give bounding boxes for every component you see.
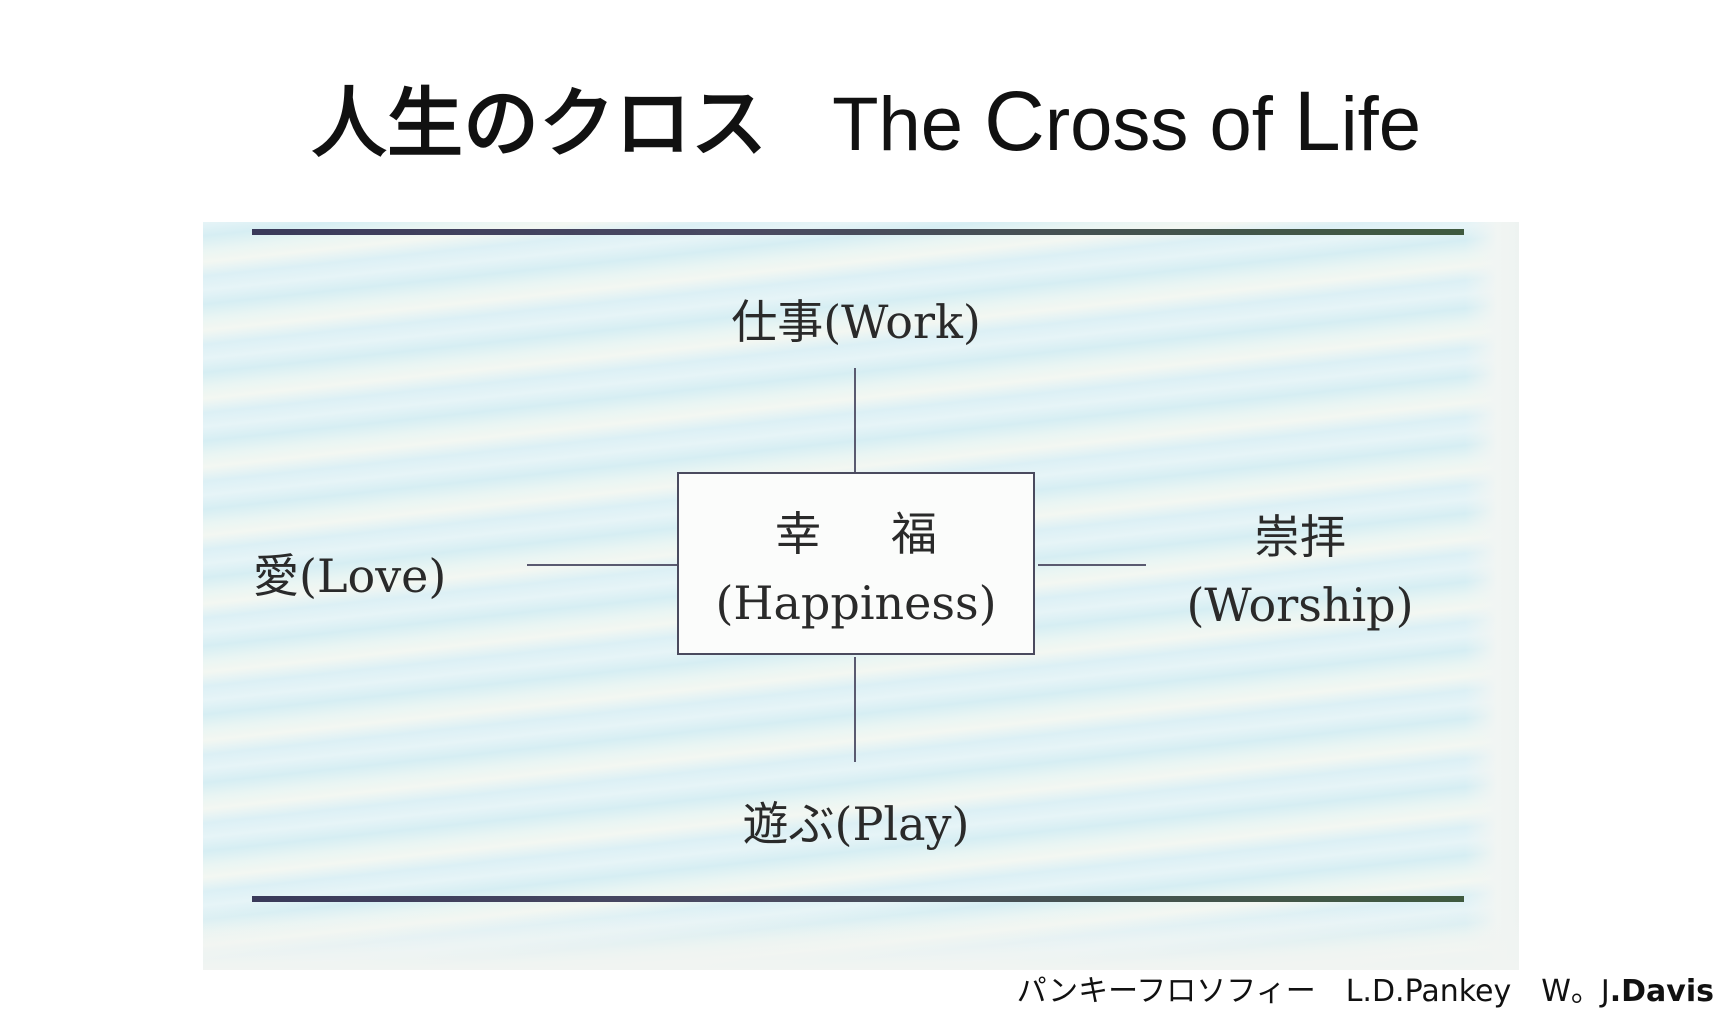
worship-label: 崇拝 (Worship) bbox=[1150, 503, 1450, 639]
worship-japanese: 崇拝 bbox=[1254, 510, 1346, 564]
title-en-part: ross of bbox=[1044, 82, 1295, 167]
top-rule bbox=[252, 229, 1464, 235]
panel-fade-bottom bbox=[203, 905, 1519, 970]
happiness-box bbox=[677, 472, 1035, 655]
panel-fade-right bbox=[1465, 222, 1519, 970]
work-label: 仕事(Work) bbox=[731, 295, 981, 349]
love-label: 愛(Love) bbox=[253, 549, 447, 603]
bottom-rule bbox=[252, 896, 1464, 902]
credit-text: パンキーフロソフィー L.D.Pankey W。J bbox=[1016, 974, 1610, 1009]
title-japanese: 人生のクロス bbox=[310, 79, 767, 168]
happiness-japanese: 幸福 bbox=[775, 507, 1007, 561]
title-en-part: ife bbox=[1340, 82, 1422, 167]
credit-bold: .Davis bbox=[1609, 974, 1714, 1009]
title-en-part: L bbox=[1294, 74, 1341, 168]
credit-line: パンキーフロソフィー L.D.Pankey W。J.Davis bbox=[1017, 966, 1714, 1010]
happiness-english: (Happiness) bbox=[715, 576, 997, 630]
worship-english: (Worship) bbox=[1186, 578, 1414, 632]
connector-right bbox=[1038, 564, 1146, 566]
title-en-part: C bbox=[984, 74, 1045, 168]
connector-top bbox=[854, 368, 856, 472]
title-en-part: The bbox=[832, 82, 985, 167]
play-label: 遊ぶ(Play) bbox=[742, 797, 970, 851]
connector-bottom bbox=[854, 657, 856, 762]
title-english: The Cross of Life bbox=[832, 74, 1422, 168]
connector-left bbox=[527, 564, 677, 566]
page-title: 人生のクロス The Cross of Life bbox=[0, 62, 1732, 172]
